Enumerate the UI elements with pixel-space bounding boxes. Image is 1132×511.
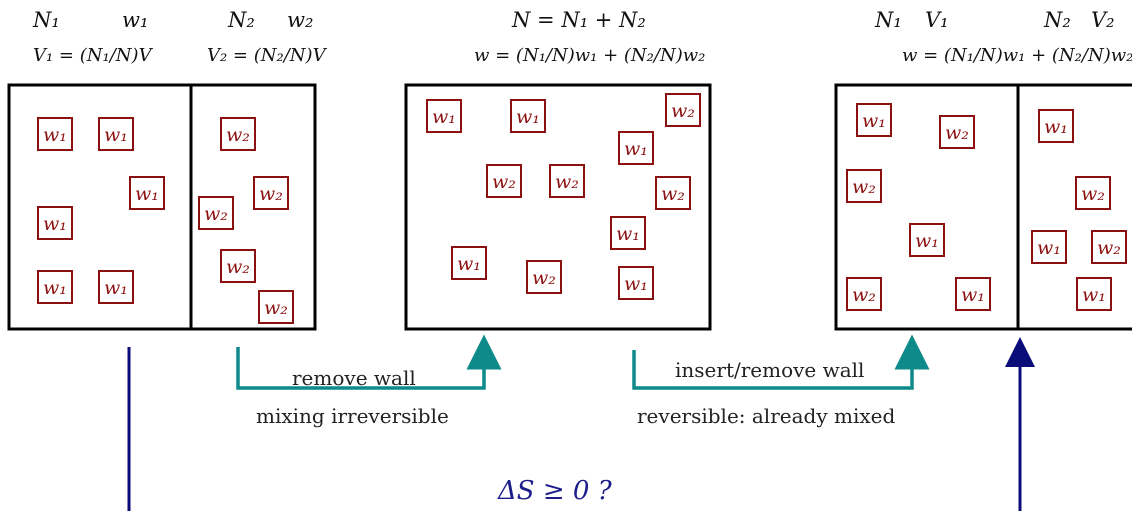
right-v1-label: V₁ xyxy=(925,8,949,32)
right-a-particle-w2: w₂ xyxy=(846,277,882,311)
right-n2-label: N₂ xyxy=(1044,8,1071,32)
svg-text:w₁: w₁ xyxy=(1044,116,1068,138)
svg-text:w₂: w₂ xyxy=(264,297,288,319)
svg-text:w₂: w₂ xyxy=(259,183,283,205)
remove-wall-label: remove wall xyxy=(292,366,416,390)
svg-text:w₂: w₂ xyxy=(661,183,685,205)
left-a-particle-w1: w₁ xyxy=(37,206,73,240)
mixing-irreversible-caption: mixing irreversible xyxy=(256,404,449,428)
middle-particle-w1: w₁ xyxy=(618,266,654,300)
left-w2-label: w₂ xyxy=(287,8,314,32)
right-w-label: w = (N₁/N)w₁ + (N₂/N)w₂ xyxy=(902,45,1132,66)
remove-wall-arrow xyxy=(236,334,502,390)
svg-text:w₁: w₁ xyxy=(432,106,456,128)
right-a-particle-w1: w₁ xyxy=(856,103,892,137)
middle-particle-w2: w₂ xyxy=(665,93,701,127)
left-n2-label: N₂ xyxy=(228,8,255,32)
left-b-particle-w2: w₂ xyxy=(220,117,256,151)
svg-text:w₁: w₁ xyxy=(104,277,128,299)
left-a-particle-w1: w₁ xyxy=(37,117,73,151)
svg-text:w₂: w₂ xyxy=(1097,237,1121,259)
middle-n-label: N = N₁ + N₂ xyxy=(512,8,646,32)
left-v2-label: V₂ = (N₂/N)V xyxy=(207,45,326,66)
svg-text:w₂: w₂ xyxy=(671,100,695,122)
middle-particle-w2: w₂ xyxy=(549,164,585,198)
right-a-particle-w2: w₂ xyxy=(846,169,882,203)
svg-text:w₁: w₁ xyxy=(624,138,648,160)
svg-text:w₁: w₁ xyxy=(624,273,648,295)
svg-text:w₂: w₂ xyxy=(226,256,250,278)
svg-text:w₂: w₂ xyxy=(226,124,250,146)
svg-text:w₁: w₁ xyxy=(457,253,481,275)
svg-text:w₂: w₂ xyxy=(492,171,516,193)
left-a-particle-w1: w₁ xyxy=(129,176,165,210)
svg-text:w₁: w₁ xyxy=(915,230,939,252)
svg-text:w₂: w₂ xyxy=(852,284,876,306)
right-n1-label: N₁ xyxy=(875,8,902,32)
svg-text:w₁: w₁ xyxy=(1037,237,1061,259)
right-b-particle-w1: w₁ xyxy=(1031,230,1067,264)
left-b-particle-w2: w₂ xyxy=(258,290,294,324)
svg-text:w₁: w₁ xyxy=(43,124,67,146)
middle-container xyxy=(404,83,712,331)
svg-text:w₂: w₂ xyxy=(204,203,228,225)
left-n1-label: N₁ xyxy=(33,8,60,32)
entropy-question: ΔS ≥ 0 ? xyxy=(498,476,612,506)
right-v2-label: V₂ xyxy=(1091,8,1115,32)
svg-text:w₂: w₂ xyxy=(852,176,876,198)
left-v1-label: V₁ = (N₁/N)V xyxy=(33,45,152,66)
svg-text:w₁: w₁ xyxy=(104,124,128,146)
middle-particle-w1: w₁ xyxy=(451,246,487,280)
svg-text:w₁: w₁ xyxy=(616,223,640,245)
right-a-particle-w2: w₂ xyxy=(939,115,975,149)
middle-particle-w1: w₁ xyxy=(610,216,646,250)
right-b-particle-w1: w₁ xyxy=(1038,109,1074,143)
right-b-particle-w1: w₁ xyxy=(1076,277,1112,311)
middle-particle-w1: w₁ xyxy=(510,99,546,133)
middle-particle-w2: w₂ xyxy=(655,176,691,210)
svg-text:w₁: w₁ xyxy=(516,106,540,128)
svg-text:w₂: w₂ xyxy=(1081,183,1105,205)
reversible-caption: reversible: already mixed xyxy=(637,404,896,428)
left-a-particle-w1: w₁ xyxy=(98,117,134,151)
svg-text:w₂: w₂ xyxy=(555,171,579,193)
left-container xyxy=(7,83,317,331)
svg-text:w₂: w₂ xyxy=(532,267,556,289)
svg-text:w₁: w₁ xyxy=(43,277,67,299)
middle-particle-w1: w₁ xyxy=(618,131,654,165)
middle-w-label: w = (N₁/N)w₁ + (N₂/N)w₂ xyxy=(474,45,706,66)
middle-particle-w2: w₂ xyxy=(486,164,522,198)
svg-text:w₁: w₁ xyxy=(1082,284,1106,306)
insert-remove-wall-label: insert/remove wall xyxy=(675,358,865,382)
svg-text:w₁: w₁ xyxy=(862,110,886,132)
svg-text:w₁: w₁ xyxy=(43,213,67,235)
right-a-particle-w1: w₁ xyxy=(955,277,991,311)
left-b-particle-w2: w₂ xyxy=(198,196,234,230)
svg-text:w₁: w₁ xyxy=(961,284,985,306)
right-container xyxy=(834,83,1132,331)
middle-particle-w1: w₁ xyxy=(426,99,462,133)
left-b-particle-w2: w₂ xyxy=(253,176,289,210)
left-w1-label: w₁ xyxy=(122,8,149,32)
left-a-particle-w1: w₁ xyxy=(98,270,134,304)
left-b-particle-w2: w₂ xyxy=(220,249,256,283)
right-b-particle-w2: w₂ xyxy=(1091,230,1127,264)
left-a-particle-w1: w₁ xyxy=(37,270,73,304)
middle-particle-w2: w₂ xyxy=(526,260,562,294)
svg-text:w₂: w₂ xyxy=(945,122,969,144)
right-a-particle-w1: w₁ xyxy=(909,223,945,257)
right-b-particle-w2: w₂ xyxy=(1075,176,1111,210)
svg-text:w₁: w₁ xyxy=(135,183,159,205)
insert-wall-arrow xyxy=(632,334,930,390)
